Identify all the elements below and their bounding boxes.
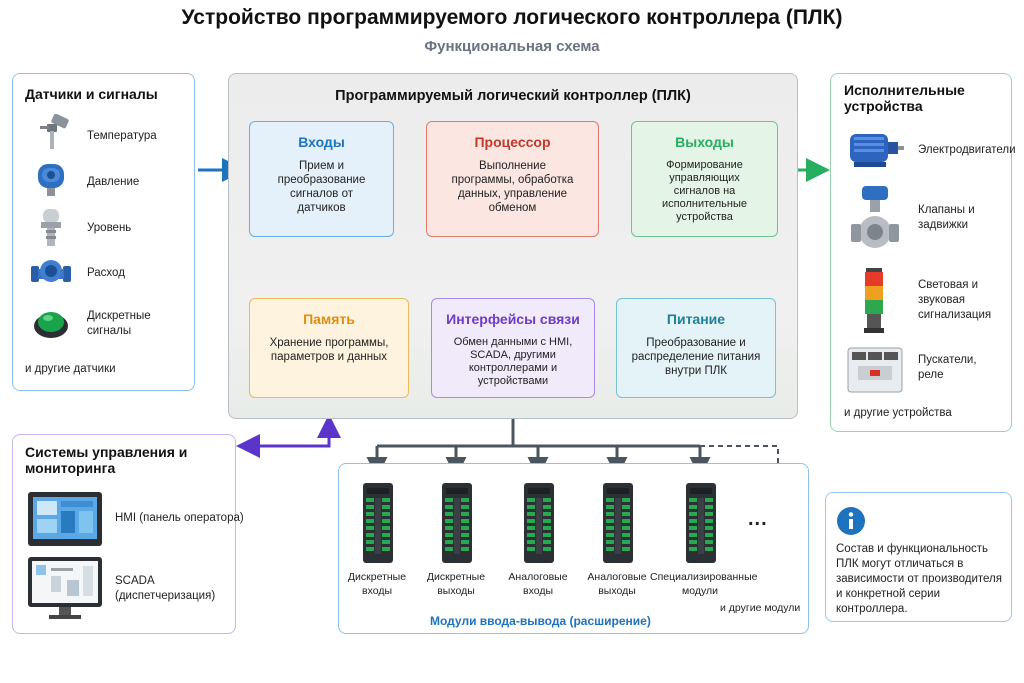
io-module-icon [363,483,393,563]
page-subtitle: Функциональная схема [424,38,600,55]
io-module-icon [603,483,633,563]
plc-title: Программируемый логический контроллер (П… [335,88,691,104]
valve-icon [851,186,899,248]
actuator-label-contactors: Пускатели, реле [918,354,977,381]
io-module-icon [442,483,472,563]
block-title-comm: Интерфейсы связи [446,311,580,327]
pressure-sensor-icon [38,164,64,196]
io-module-icon [524,483,554,563]
actuator-label-motors: Электродвигатели [918,144,1016,156]
temperature-sensor-icon [40,114,69,149]
block-title-memory: Память [303,311,355,327]
block-desc-inputs: Прием и преобразование сигналов от датчи… [277,160,366,214]
module-label-special: Специализированные модули [650,571,758,597]
block-desc-comm: Обмен данными с HMI, SCADA, другими конт… [453,336,573,387]
contactor-icon [847,347,903,393]
discrete-button-icon [34,312,68,338]
electric-motor-icon [850,134,904,167]
actuator-label-signals: Световая и звуковая сигнализация [918,279,992,321]
modules-panel [338,463,809,634]
block-desc-power: Преобразование и распределение питания в… [631,337,761,377]
level-sensor-icon [41,209,61,246]
control-panel-title: Системы управления и мониторинга [25,444,188,476]
sensor-label-flow: Расход [87,267,125,279]
block-desc-memory: Хранение программы, параметров и данных [269,337,389,363]
actuators-footer: и другие устройства [844,407,952,419]
module-label-ai: Аналоговые входы [508,571,568,597]
plc-to-control-arrow [236,428,331,458]
control-label-scada: SCADA (диспетчеризация) [115,575,216,602]
flow-meter-icon [31,260,71,282]
io-module-icon [686,483,716,563]
block-title-power: Питание [666,311,726,327]
block-title-outputs: Выходы [675,134,734,150]
sensor-label-level: Уровень [87,222,132,234]
plc-block-cpu: Процессор Выполнение программы, обработк… [426,121,599,237]
plc-block-power: Питание Преобразование и распределение п… [616,298,776,398]
plc-block-inputs: Входы Прием и преобразование сигналов от… [249,121,394,237]
module-label-do: Дискретные выходы [426,571,486,597]
block-title-inputs: Входы [298,134,345,150]
hmi-panel-icon [28,492,102,546]
control-label-hmi: HMI (панель оператора) [115,512,244,524]
sensor-label-temperature: Температура [87,130,157,142]
actuators-panel-title: Исполнительные устройства [844,82,965,114]
module-label-ao: Аналоговые выходы [587,571,647,597]
modules-panel-title: Модули ввода-вывода (расширение) [430,614,651,628]
plc-block-comm: Интерфейсы связи Обмен данными с HMI, SC… [431,298,595,398]
modules-ellipsis: ... [748,508,768,530]
block-desc-outputs: Формирование управляющих сигналов на исп… [661,159,748,223]
sensors-panel-title: Датчики и сигналы [25,86,158,102]
block-desc-cpu: Выполнение программы, обработка данных, … [451,160,574,214]
info-text: Состав и функциональность ПЛК могут отли… [836,543,1002,615]
module-label-di: Дискретные входы [347,571,407,597]
page-title: Устройство программируемого логического … [181,6,843,29]
block-title-cpu: Процессор [474,134,551,150]
plc-block-outputs: Выходы Формирование управляющих сигналов… [631,121,778,237]
actuator-label-valves: Клапаны и задвижки [918,204,975,231]
plc-block-memory: Память Хранение программы, параметров и … [249,298,409,398]
modules-footer: и другие модули [720,602,801,614]
scada-monitor-icon [28,557,102,619]
signal-tower-icon [864,268,884,333]
sensor-label-discrete: Дискретные сигналы [87,310,151,337]
sensors-footer: и другие датчики [25,363,116,375]
info-icon [837,507,865,535]
sensor-label-pressure: Давление [87,176,140,188]
